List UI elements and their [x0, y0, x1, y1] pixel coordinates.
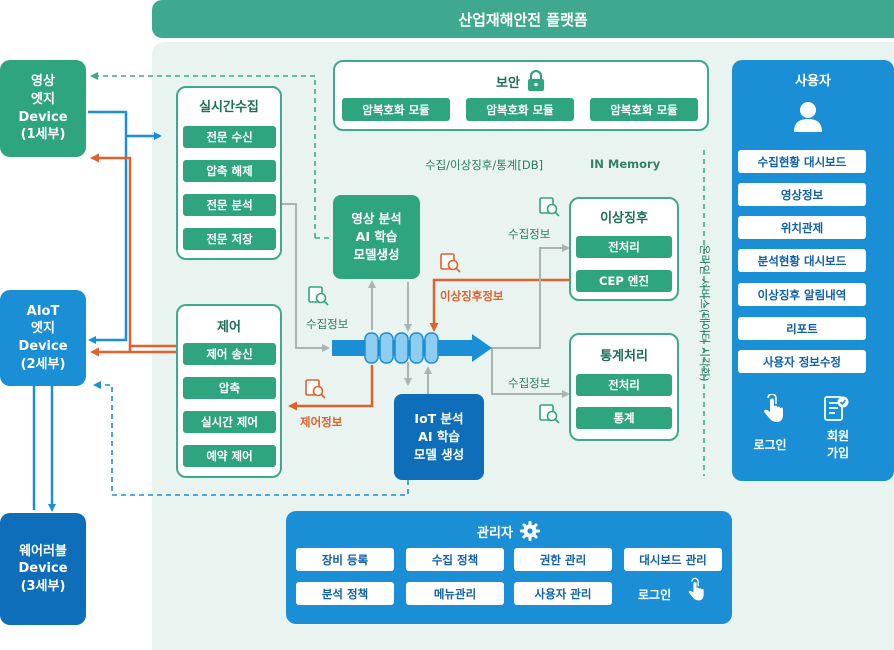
- admin-menu-dashboard-manage: 대시보드 관리: [624, 548, 722, 571]
- collect-info-label-stream: 수집정보: [306, 317, 349, 331]
- stats-title: 통계처리: [600, 349, 648, 364]
- control-item-realtime: 실시간 제어: [183, 411, 276, 433]
- realtime-item-store: 전문 저장: [183, 228, 276, 250]
- anomaly-info-label: 이상징후정보: [440, 289, 504, 303]
- aiot-edge-device: AIoT 엣지 Device (2세부): [0, 290, 86, 386]
- user-signup-label: 회원 가입: [826, 429, 850, 460]
- video-model-dashed-link: [90, 72, 336, 239]
- security-title: 보안: [496, 75, 520, 91]
- in-memory-label: IN Memory: [590, 157, 661, 171]
- collect-doc-icon: [308, 286, 329, 306]
- aiot-edge-label: AIoT 엣지 Device (2세부): [18, 303, 68, 372]
- lock-icon: [527, 70, 544, 91]
- control-item-send: 제어 송신: [183, 343, 276, 365]
- aiot-wearable-arrows: [30, 375, 56, 512]
- wearable-label: 웨어러블 Device (3세부): [18, 543, 68, 594]
- signup-form-icon: [824, 396, 849, 421]
- platform-banner: 산업재해안전 플랫폼: [152, 0, 894, 38]
- user-menu-video: 영상정보: [738, 183, 866, 206]
- anomaly-item-preprocess: 전처리: [576, 236, 672, 258]
- user-menu-dashboard-collect: 수집현황 대시보드: [738, 150, 866, 173]
- edge-to-collection-arrow: [88, 110, 162, 344]
- gray-connectors: [280, 203, 570, 398]
- admin-login-label: 로그인: [638, 588, 672, 602]
- anomaly-doc-icon: [440, 253, 461, 273]
- admin-menu-menu-manage: 메뉴관리: [406, 582, 504, 605]
- admin-menu-collect-policy: 수집 정책: [406, 548, 504, 571]
- online-service-label: 온라인 서비스(데이터 시각화): [698, 244, 711, 382]
- security-module-3: 암복호화 모듈: [590, 98, 698, 121]
- collect-info-label-stats: 수집정보: [508, 376, 551, 390]
- realtime-title: 실시간수집: [199, 100, 259, 115]
- platform-title: 산업재해안전 플랫폼: [458, 10, 588, 29]
- control-info-label: 제어정보: [300, 415, 343, 429]
- user-menu-profile: 사용자 정보수정: [738, 350, 866, 373]
- admin-title-row: 관리자: [286, 520, 732, 542]
- control-info-arrow: [288, 365, 374, 411]
- gear-icon: [519, 521, 540, 541]
- control-item-scheduled: 예약 제어: [183, 445, 276, 467]
- user-menu-dashboard-analysis: 분석현황 대시보드: [738, 249, 866, 272]
- admin-menu-user-manage: 사용자 관리: [514, 582, 612, 605]
- iot-model-dashed-link: [93, 381, 409, 496]
- touch-login-icon: [688, 577, 704, 601]
- video-edge-device: 영상 엣지 Device (1세부): [0, 60, 86, 157]
- collect-info-label-anomaly: 수집정보: [508, 227, 551, 241]
- stats-item-preprocess: 전처리: [576, 374, 672, 396]
- video-ai-model: 영상 분석 AI 학습 모델생성: [333, 195, 420, 279]
- realtime-item-analyze: 전문 분석: [183, 194, 276, 216]
- control-title: 제어: [217, 320, 241, 335]
- iot-ai-model-label: IoT 분석 AI 학습 모델 생성: [413, 410, 465, 463]
- user-menu-location: 위치관제: [738, 216, 866, 239]
- iot-ai-model: IoT 분석 AI 학습 모델 생성: [394, 394, 484, 480]
- user-login-label: 로그인: [753, 438, 787, 452]
- collect-doc-icon: [539, 197, 560, 217]
- user-icon: [794, 102, 822, 132]
- anomaly-info-arrow: [429, 278, 570, 332]
- wearable-device: 웨어러블 Device (3세부): [0, 513, 86, 625]
- admin-menu-permission: 권한 관리: [514, 548, 612, 571]
- touch-login-icon: [764, 394, 783, 422]
- user-menu-anomaly-alerts: 이상징후 알림내역: [738, 283, 866, 306]
- control-send-arrows: [90, 153, 180, 357]
- realtime-item-decompress: 압축 해제: [183, 160, 276, 182]
- anomaly-title: 이상징후: [600, 211, 648, 226]
- user-menu-report: 리포트: [738, 317, 866, 340]
- db-label: 수집/이상징후/통계[DB]: [425, 158, 544, 172]
- admin-menu-device-register: 장비 등록: [296, 548, 394, 571]
- control-item-compress: 압축: [183, 377, 276, 399]
- video-ai-model-label: 영상 분석 AI 학습 모델생성: [351, 210, 402, 263]
- video-edge-label: 영상 엣지 Device (1세부): [18, 74, 68, 143]
- realtime-item-receive: 전문 수신: [183, 126, 276, 148]
- online-service-wrap: 온라인 서비스(데이터 시각화): [696, 245, 714, 382]
- anomaly-item-cep: CEP 엔진: [576, 270, 672, 292]
- security-module-2: 암복호화 모듈: [466, 98, 574, 121]
- security-title-row: 보안: [335, 70, 707, 92]
- security-module-1: 암복호화 모듈: [342, 98, 450, 121]
- admin-title: 관리자: [477, 525, 513, 541]
- control-doc-icon: [305, 379, 326, 399]
- collect-doc-icon: [539, 404, 560, 424]
- admin-menu-analysis-policy: 분석 정책: [296, 582, 394, 605]
- data-stream-pipe: [332, 332, 492, 364]
- stats-item-statistics: 통계: [576, 407, 672, 429]
- user-title: 사용자: [795, 74, 831, 89]
